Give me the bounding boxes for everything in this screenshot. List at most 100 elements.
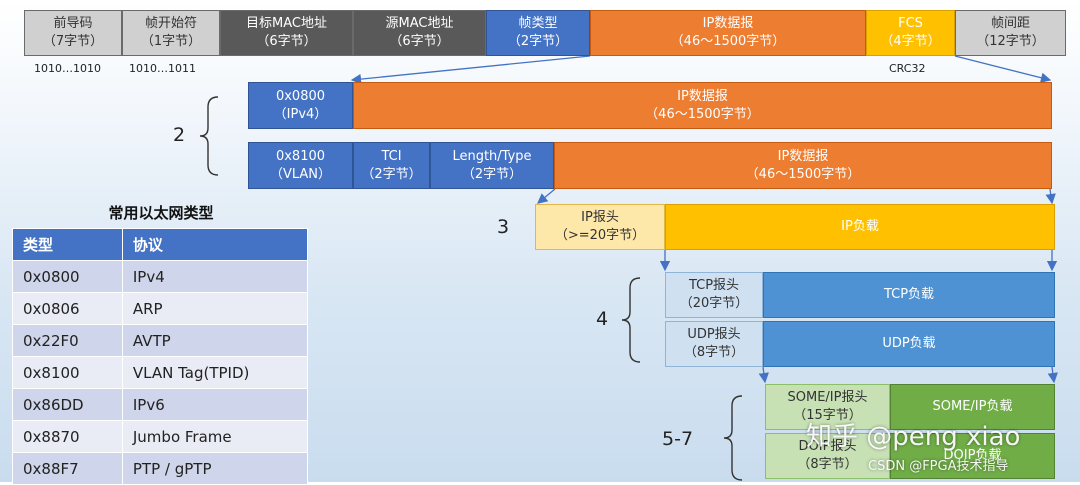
field-src-mac: 源MAC地址 （6字节） — [353, 10, 486, 56]
field-dest-mac: 目标MAC地址 （6字节） — [220, 10, 353, 56]
field-ifg: 帧间距 （12字节） — [955, 10, 1066, 56]
field-preamble: 前导码 （7字节） — [24, 10, 122, 56]
ethertype-cell: 0x0806 — [12, 292, 123, 325]
vlan-tci: TCI （2字节） — [353, 142, 430, 189]
datagram-size: （46～1500字节） — [745, 166, 861, 182]
ethertype-value: 0x0800 — [275, 88, 326, 104]
ip-header: IP报头 （>=20字节） — [535, 204, 665, 250]
doip-payload: DOIP负载 — [890, 433, 1055, 479]
sfd-bits: 1010…1011 — [129, 62, 196, 75]
protocol-cell: VLAN Tag(TPID) — [121, 356, 309, 389]
field-size: （46～1500字节） — [670, 34, 786, 49]
datagram-name: IP数据报 — [677, 88, 728, 104]
ethertype-cell: 0x8870 — [12, 420, 123, 453]
csdn-watermark: CSDN @FPGA技术指导 — [868, 459, 1009, 474]
table-row: 0x86DD IPv6 — [12, 388, 309, 421]
tcp-header: TCP报头 （20字节） — [665, 272, 763, 318]
udp-header-name: UDP报头 — [687, 327, 741, 343]
field-size: （4字节） — [880, 34, 941, 49]
doip-header: DOIP报头 （8字节） — [765, 433, 890, 479]
table-row: 0x88F7 PTP / gPTP — [12, 452, 309, 485]
field-ethertype: 帧类型 （2字节） — [486, 10, 590, 56]
ethertype-cell: 0x8100 — [12, 356, 123, 389]
protocol-cell: AVTP — [121, 324, 309, 357]
udp-payload: UDP负载 — [763, 321, 1055, 367]
tcp-header-size: （20字节） — [679, 296, 749, 311]
fcs-note: CRC32 — [889, 62, 926, 75]
datagram-name: IP数据报 — [777, 148, 829, 164]
field-name: 帧间距 — [990, 16, 1030, 32]
field-size: （7字节） — [42, 34, 104, 49]
protocol-cell: ARP — [121, 292, 309, 325]
field-name: 帧开始符 — [144, 16, 197, 32]
ethertype-cell: 0x88F7 — [12, 452, 123, 485]
vlan-ip-datagram: IP数据报 （46～1500字节） — [554, 142, 1052, 189]
someip-payload: SOME/IP负载 — [890, 384, 1055, 430]
ip-header-name: IP报头 — [581, 210, 619, 226]
someip-header: SOME/IP报头 （15字节） — [765, 384, 890, 430]
tci-name: TCI — [381, 148, 402, 164]
protocol-cell: Jumbo Frame — [121, 420, 309, 453]
field-size: （1字节） — [140, 34, 202, 49]
someip-header-name: SOME/IP报头 — [787, 390, 868, 406]
table-row: 0x22F0 AVTP — [12, 324, 309, 357]
level-2-label: 2 — [173, 124, 186, 146]
ethertype-value: 0x8100 — [275, 148, 326, 164]
ethertype-table: 类型 协议 0x0800 IPv4 0x0806 ARP 0x22F0 AVTP… — [12, 228, 309, 485]
protocol-cell: IPv6 — [121, 388, 309, 421]
field-name: 前导码 — [53, 16, 93, 32]
ethertype-ipv4: 0x0800 （IPv4） — [248, 82, 353, 129]
table-row: 0x8100 VLAN Tag(TPID) — [12, 356, 309, 389]
table-row: 0x8870 Jumbo Frame — [12, 420, 309, 453]
length-type-size: （2字节） — [461, 166, 523, 182]
udp-payload-label: UDP负载 — [882, 336, 936, 352]
ip-payload-label: IP负载 — [841, 219, 879, 235]
doip-header-name: DOIP报头 — [798, 439, 857, 455]
level-4-label: 4 — [596, 308, 609, 330]
ethertype-vlan: 0x8100 （VLAN） — [248, 142, 353, 189]
ethertype-cell: 0x86DD — [12, 388, 123, 421]
ethertype-cell: 0x0800 — [12, 260, 123, 293]
tcp-header-name: TCP报头 — [688, 278, 740, 294]
field-name: 帧类型 — [518, 16, 558, 32]
tci-size: （2字节） — [361, 166, 422, 182]
level-3-label: 3 — [497, 216, 510, 238]
datagram-size: （46～1500字节） — [645, 106, 760, 122]
level-57-label: 5-7 — [662, 428, 694, 450]
table-row: 0x0800 IPv4 — [12, 260, 309, 293]
protocol-cell: IPv4 — [121, 260, 309, 293]
doip-payload-label: DOIP负载 — [943, 448, 1002, 464]
field-size: （2字节） — [507, 34, 569, 49]
ethertype-table-title: 常用以太网类型 — [108, 204, 214, 222]
level-4-brace — [621, 277, 641, 363]
zhihu-watermark: 知乎 @peng xiao — [806, 422, 1021, 452]
field-size: （12字节） — [976, 34, 1045, 49]
vlan-length-type: Length/Type （2字节） — [430, 142, 554, 189]
field-name: IP数据报 — [702, 16, 754, 32]
ip-payload: IP负载 — [665, 204, 1055, 250]
protocol-cell: PTP / gPTP — [121, 452, 309, 485]
preamble-bits: 1010…1010 — [34, 62, 101, 75]
field-sfd: 帧开始符 （1字节） — [122, 10, 220, 56]
level-2-brace — [199, 96, 219, 176]
someip-header-size: （15字节） — [793, 408, 862, 423]
ip-header-size: （>=20字节） — [554, 228, 646, 243]
field-name: 目标MAC地址 — [246, 16, 327, 32]
ipv4-ip-datagram: IP数据报 （46～1500字节） — [353, 82, 1052, 129]
field-fcs: FCS （4字节） — [866, 10, 955, 56]
table-header-row: 类型 协议 — [12, 228, 309, 261]
udp-header: UDP报头 （8字节） — [665, 321, 763, 367]
tcp-payload: TCP负载 — [763, 272, 1055, 318]
field-size: （6字节） — [256, 34, 317, 49]
field-size: （6字节） — [389, 34, 450, 49]
field-name: 源MAC地址 — [385, 16, 454, 32]
tcp-payload-label: TCP负载 — [883, 287, 935, 303]
field-ip-datagram: IP数据报 （46～1500字节） — [590, 10, 866, 56]
level-57-brace — [723, 395, 743, 481]
someip-payload-label: SOME/IP负载 — [932, 399, 1013, 415]
table-row: 0x0806 ARP — [12, 292, 309, 325]
doip-header-size: （8字节） — [797, 457, 858, 472]
udp-header-size: （8字节） — [683, 345, 745, 360]
ethertype-desc: （VLAN） — [269, 166, 332, 182]
